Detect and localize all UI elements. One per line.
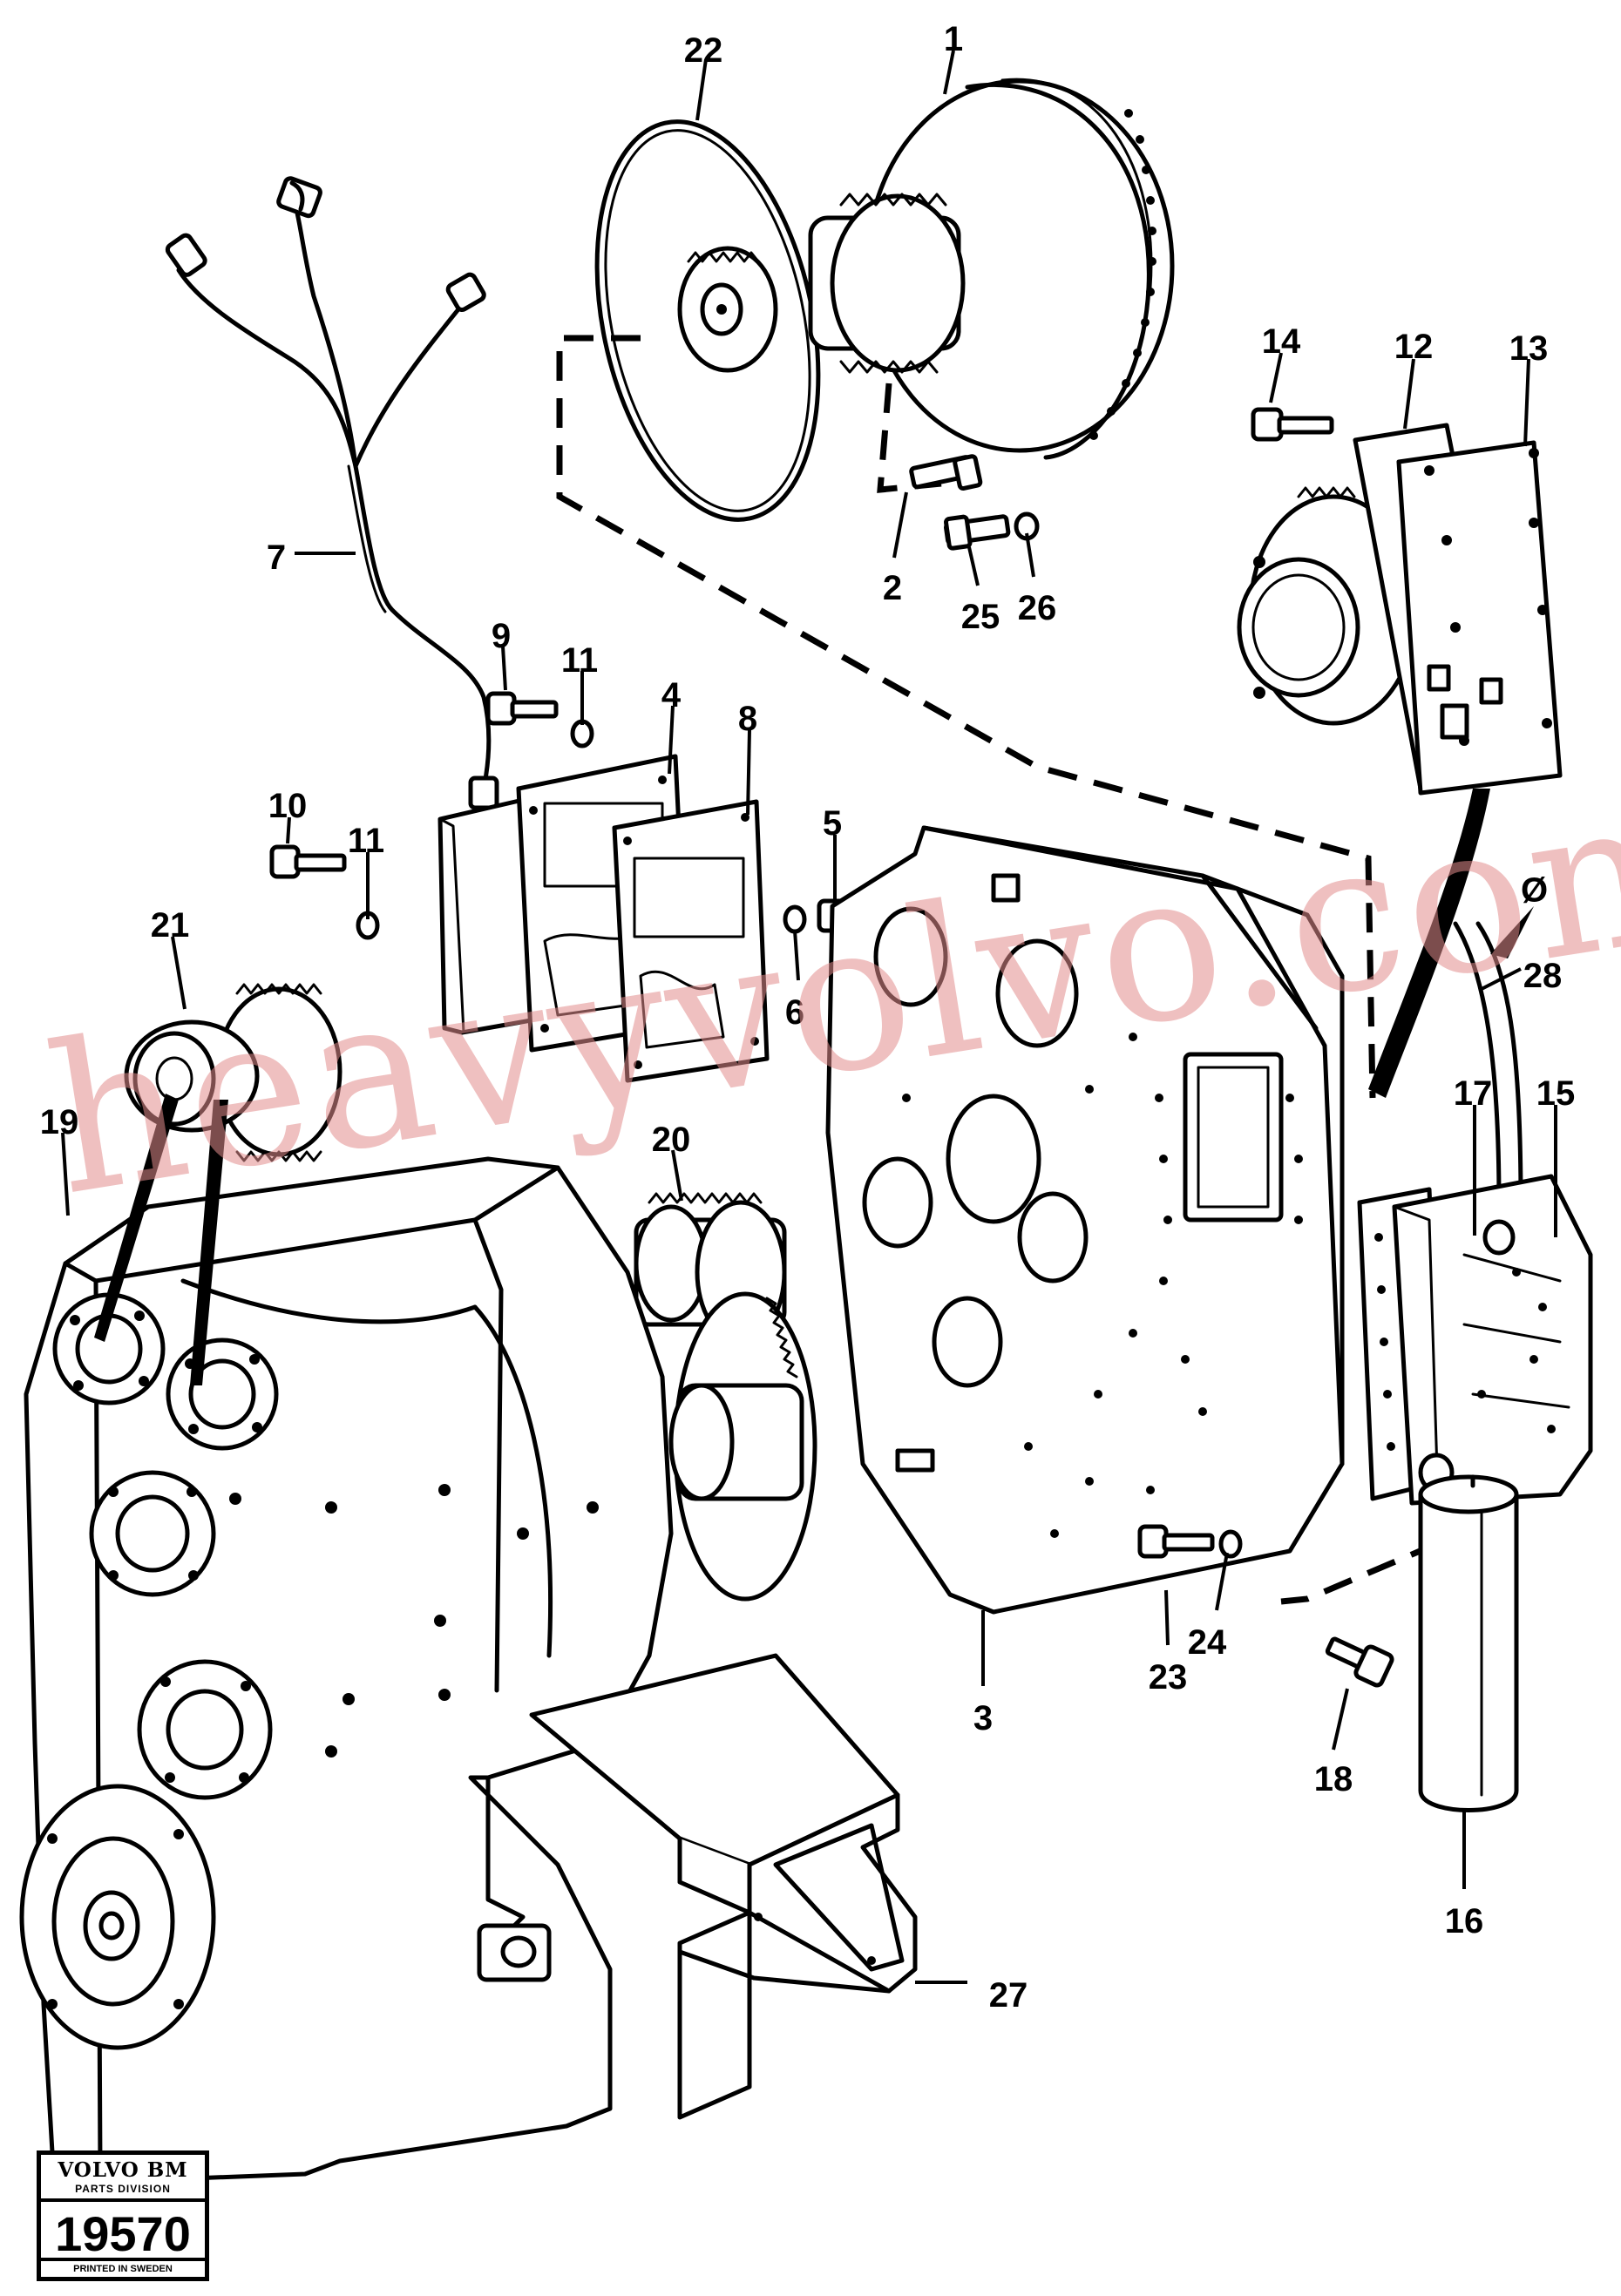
callout-label-11: 11 bbox=[561, 641, 598, 680]
callout-label-5: 5 bbox=[823, 804, 842, 843]
callout-label-27: 27 bbox=[989, 1976, 1028, 2015]
callout-leader-10 bbox=[286, 816, 291, 844]
part-9-screw bbox=[485, 691, 559, 726]
callout-label-4: 4 bbox=[661, 676, 682, 715]
part-1-torque-converter bbox=[677, 78, 1175, 460]
callout-label-18: 18 bbox=[1314, 1760, 1353, 1798]
solenoid-valve-box bbox=[437, 797, 539, 1035]
callout-label-14: 14 bbox=[1262, 322, 1301, 361]
callout-layer: 1 22 14 12 13 7 2 25 26 9 11 4 8 10 11 5 6 21 28 17 15 19 20 23… bbox=[40, 20, 1576, 2015]
callout-label-24: 24 bbox=[1188, 1623, 1227, 1662]
svg-text:Ø: Ø bbox=[1521, 871, 1548, 910]
part-28-pipe: Ø bbox=[1453, 871, 1548, 1205]
part-7-wiring-harness bbox=[165, 176, 499, 810]
callout-leader-1 bbox=[943, 50, 955, 95]
callout-label-16: 16 bbox=[1445, 1902, 1484, 1940]
part-6-washer bbox=[783, 904, 807, 934]
volvo-bm-badge: VOLVO BM PARTS DIVISION 19570 PRINTED IN… bbox=[37, 2150, 209, 2281]
part-11-washer bbox=[570, 719, 594, 748]
badge-number: 19570 bbox=[55, 2206, 191, 2261]
callout-leader-9 bbox=[501, 646, 507, 691]
callout-leader-21 bbox=[171, 936, 187, 1010]
callout-leader-2 bbox=[892, 491, 908, 559]
callout-leader-28 bbox=[1481, 967, 1522, 991]
callout-label-22: 22 bbox=[684, 31, 723, 70]
callout-leader-19 bbox=[61, 1132, 70, 1216]
callout-label-15: 15 bbox=[1536, 1074, 1576, 1113]
callout-label-3: 3 bbox=[973, 1699, 993, 1737]
badge-brand: VOLVO BM bbox=[58, 2158, 188, 2182]
callout-leader-22 bbox=[695, 58, 708, 121]
housing-pointer-bars bbox=[94, 1094, 228, 1385]
callout-label-12: 12 bbox=[1394, 328, 1434, 366]
callout-label-20: 20 bbox=[652, 1121, 691, 1159]
part-13-gasket bbox=[1396, 440, 1563, 796]
part-14-screw bbox=[1251, 407, 1334, 442]
callout-leader-4 bbox=[668, 705, 675, 775]
badge-division: PARTS DIVISION bbox=[41, 2183, 205, 2202]
callout-label-26: 26 bbox=[1018, 589, 1057, 627]
callout-label-25: 25 bbox=[961, 598, 1000, 636]
part-8-separator-plate bbox=[612, 799, 770, 1083]
callout-leader-12 bbox=[1403, 358, 1415, 430]
callout-leader-23 bbox=[1164, 1589, 1170, 1646]
callout-leader-25 bbox=[967, 546, 980, 586]
part-24-washer bbox=[1218, 1529, 1243, 1559]
callout-label-1: 1 bbox=[944, 20, 963, 58]
callout-label-13: 13 bbox=[1509, 329, 1549, 368]
part-25-bolt bbox=[944, 514, 1011, 551]
callout-leader-24 bbox=[1215, 1552, 1229, 1611]
badge-printed: PRINTED IN SWEDEN bbox=[41, 2258, 205, 2277]
callout-leader-20 bbox=[671, 1149, 683, 1202]
callout-label-23: 23 bbox=[1149, 1658, 1188, 1697]
callout-label-10: 10 bbox=[268, 787, 308, 825]
callout-label-17: 17 bbox=[1454, 1074, 1493, 1113]
part-23-bolt bbox=[1137, 1524, 1215, 1559]
callout-label-9: 9 bbox=[492, 617, 511, 655]
part-16-filter bbox=[1418, 1474, 1519, 1812]
callout-leader-14 bbox=[1269, 352, 1283, 403]
callout-leader-8 bbox=[746, 729, 751, 816]
callout-label-21: 21 bbox=[151, 906, 190, 945]
callout-leader-6 bbox=[793, 930, 800, 981]
callout-label-7: 7 bbox=[267, 538, 286, 577]
part-21-input-gear bbox=[124, 983, 343, 1162]
part-3-cover-plate bbox=[825, 825, 1345, 1615]
callout-label-11b: 11 bbox=[348, 822, 384, 860]
part-19-gearbox-housing bbox=[19, 1156, 674, 2185]
callout-label-19: 19 bbox=[40, 1103, 79, 1141]
hydraulic-hose bbox=[1368, 789, 1490, 1098]
part-18-screw bbox=[1325, 1636, 1394, 1688]
callout-label-2: 2 bbox=[883, 569, 902, 607]
callout-leader-13 bbox=[1523, 358, 1530, 447]
callout-leader-26 bbox=[1025, 532, 1035, 578]
callout-label-6: 6 bbox=[785, 993, 804, 1032]
part-15-control-valve bbox=[1392, 1174, 1593, 1506]
callout-label-28: 28 bbox=[1523, 957, 1563, 995]
part-27-bracket bbox=[529, 1653, 918, 2120]
part-10-screw bbox=[269, 844, 347, 879]
callout-label-8: 8 bbox=[738, 700, 757, 738]
callout-leader-18 bbox=[1332, 1688, 1349, 1751]
part-2-bolt bbox=[909, 454, 983, 491]
part-20-gear-shafts bbox=[634, 1192, 817, 1602]
